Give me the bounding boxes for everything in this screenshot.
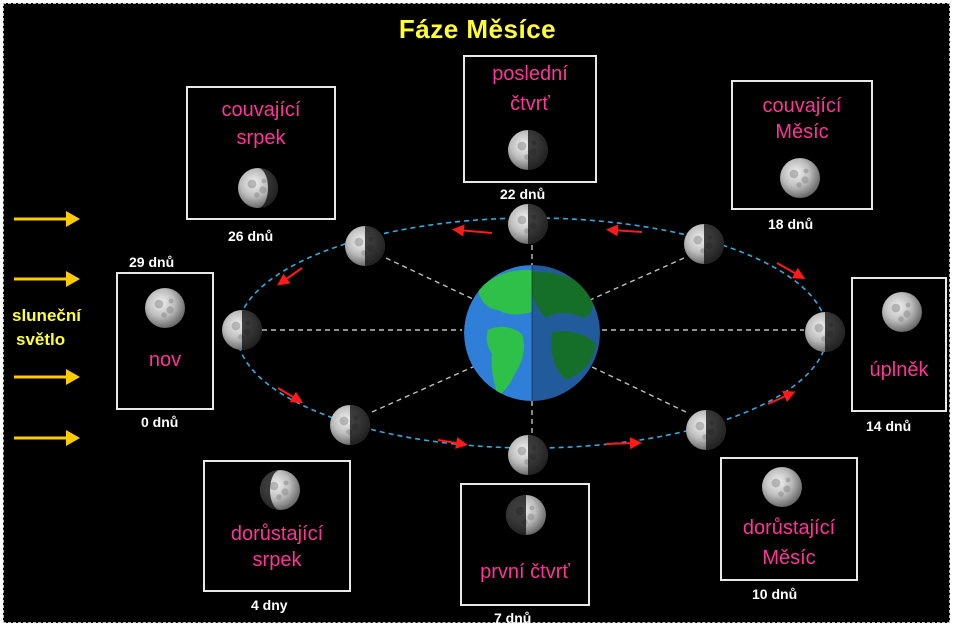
box-moon-prvni-ctvrt (506, 495, 546, 535)
phase-label-uplnek: úplněk (869, 359, 929, 381)
orbit-moon-prvni-ctvrt (508, 435, 548, 475)
box-moon-uplnek (882, 292, 922, 332)
phase-label-couvajici-mesic-line1: couvající (762, 95, 842, 117)
phase-box-couvajici-mesic (731, 80, 873, 210)
orbit-moon-uplnek (805, 312, 845, 352)
diagram-title: Fáze Měsíce (398, 14, 557, 44)
phase-label-couvajici-srpek-line1: couvající (221, 99, 301, 121)
days-label-uplnek: 14 dnů (866, 418, 912, 434)
phase-box-dorustajici-srpek (203, 460, 351, 592)
phase-box-uplnek (851, 277, 947, 412)
orbit-direction-arrows (277, 224, 806, 450)
days-label-prvni-ctvrt: 7 dnů (494, 610, 532, 626)
phase-label-dorustajici-srpek-line1: dorůstající (230, 523, 324, 545)
days-label-dorustajici-srpek: 4 dny (251, 597, 288, 613)
days-label-nov: 0 dnů (141, 414, 179, 430)
spoke-lines (262, 245, 804, 434)
phase-label-dorustajici-mesic-line1: dorůstající (742, 517, 836, 539)
box-moon-nov (145, 288, 185, 328)
days-label-nov-end: 29 dnů (129, 254, 175, 270)
phase-box-nov (116, 272, 214, 410)
phase-label-dorustajici-mesic-line2: Měsíc (762, 547, 816, 569)
days-label-dorustajici-mesic: 10 dnů (752, 586, 798, 602)
phase-label-couvajici-mesic-line2: Měsíc (775, 121, 829, 143)
days-label-posledni-ctvrt: 22 dnů (500, 186, 546, 202)
box-moon-couvajici-mesic (780, 158, 820, 198)
orbit-moon-nov (222, 310, 262, 350)
orbit-moon-couvajici-mesic (684, 224, 724, 264)
box-moon-dorustajici-mesic (762, 467, 802, 507)
phase-label-posledni-ctvrt-line2: čtvrť (510, 93, 550, 115)
orbit-moon-dorustajici-srpek (330, 405, 370, 445)
orbit-moons (222, 204, 845, 475)
box-moons (145, 130, 922, 535)
phase-box-prvni-ctvrt (460, 483, 590, 606)
sunlight-arrows (14, 211, 80, 446)
orbit-moon-posledni-ctvrt (508, 204, 548, 244)
phase-box-dorustajici-mesic (720, 457, 858, 581)
phase-label-nov: nov (148, 349, 182, 371)
orbit-moon-couvajici-srpek (345, 226, 385, 266)
phase-label-posledni-ctvrt-line1: poslední (492, 63, 568, 85)
sunlight-label-line1: sluneční (12, 306, 81, 325)
days-label-couvajici-mesic: 18 dnů (768, 216, 814, 232)
orbit-moon-dorustajici-mesic (686, 410, 726, 450)
days-label-couvajici-srpek: 26 dnů (228, 228, 274, 244)
box-moon-couvajici-srpek (238, 168, 278, 208)
phase-label-prvni-ctvrt: první čtvrť (480, 561, 570, 583)
phase-box-posledni-ctvrt (463, 55, 597, 183)
phase-label-dorustajici-srpek-line2: srpek (252, 549, 302, 571)
box-moon-dorustajici-srpek (260, 470, 300, 510)
phase-label-couvajici-srpek-line2: srpek (236, 127, 286, 149)
phase-box-couvajici-srpek (186, 86, 336, 220)
box-moon-posledni-ctvrt (508, 130, 548, 170)
sunlight-label-line2: světlo (16, 330, 66, 349)
